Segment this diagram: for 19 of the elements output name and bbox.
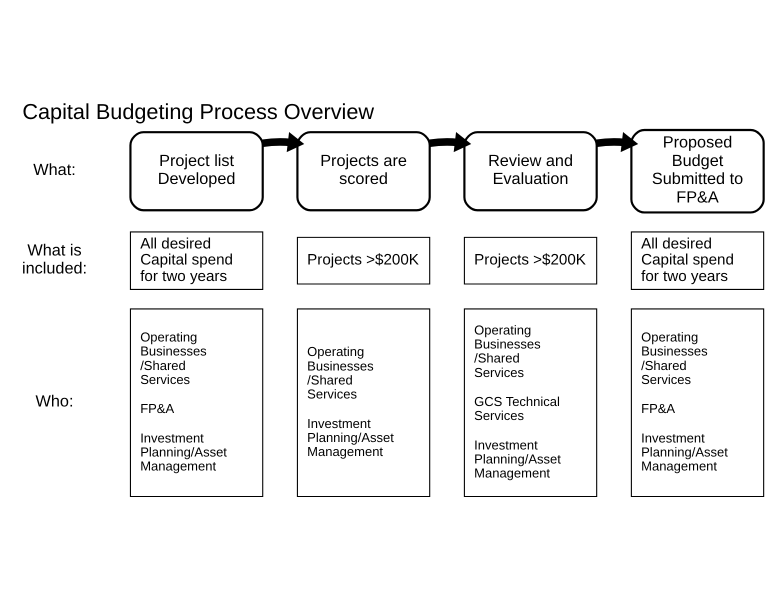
arrow bbox=[596, 132, 638, 152]
label: What: bbox=[32, 160, 76, 179]
node-box: Operating Businesses /Shared Services FP&A Investment Planning/Asset Management bbox=[630, 308, 764, 497]
label: What is included: bbox=[22, 240, 87, 278]
node-box: Review and Evaluation bbox=[462, 130, 598, 211]
node-box: Projects >$200K bbox=[463, 236, 597, 284]
node-box: Projects are scored bbox=[296, 130, 430, 211]
node-box: All desired Capital spend for two years bbox=[129, 230, 263, 290]
node-box: All desired Capital spend for two years bbox=[630, 230, 764, 290]
arrow bbox=[428, 132, 471, 152]
diagram-title: Capital Budgeting Process Overview bbox=[22, 98, 374, 124]
arrow bbox=[262, 132, 304, 152]
node-box: Operating Businesses /Shared Services FP&A Investment Planning/Asset Management bbox=[129, 308, 263, 497]
node-box: Proposed Budget Submitted to FP&A bbox=[630, 128, 764, 214]
node-box: Project list Developed bbox=[128, 130, 264, 211]
node-box: Operating Businesses /Shared Services Investment Planning/Asset Management bbox=[296, 308, 430, 497]
node-box: Projects >$200K bbox=[296, 236, 430, 284]
node-box: Operating Businesses /Shared Services GCS Technical Services Investment Planning/Asset Management bbox=[463, 308, 597, 497]
label: Who: bbox=[35, 392, 74, 410]
